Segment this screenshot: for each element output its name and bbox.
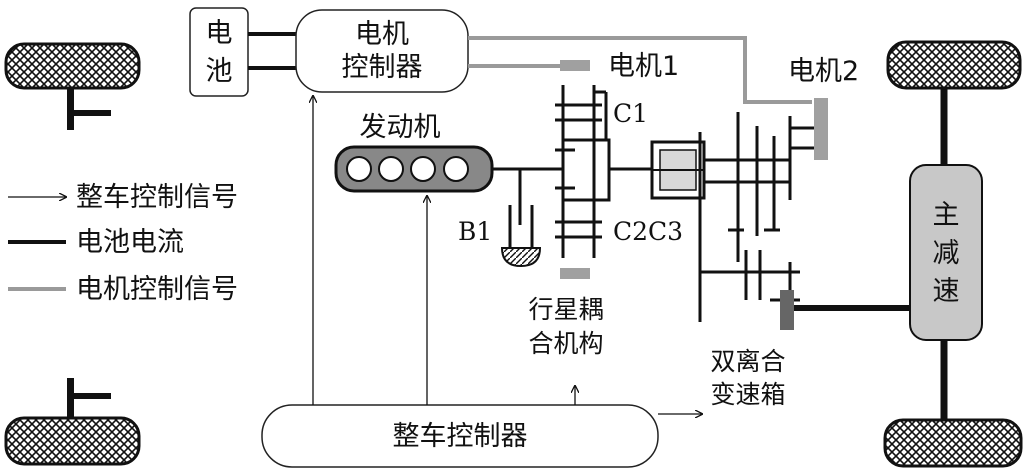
dct-label-2: 变速箱 — [710, 380, 785, 409]
dual-clutch-transmission — [650, 112, 814, 326]
motor-controller-label-2: 控制器 — [342, 52, 423, 83]
motor1-label: 电机1 — [608, 51, 679, 82]
motor-controller-label-1: 电机 — [355, 19, 409, 50]
dct-output-actuator — [780, 290, 794, 330]
final-drive-label-1: 主 — [933, 200, 960, 231]
motor1-rotor-lower — [560, 268, 590, 279]
planetary-label-1: 行星耦 — [528, 295, 603, 324]
legend-label-battery-current: 电池电流 — [76, 227, 184, 258]
brake-b1-label: B1 — [458, 217, 492, 246]
planetary-label-2: 合机构 — [528, 329, 603, 358]
battery-box: 电 池 — [189, 7, 249, 97]
final-drive-label-3: 速 — [933, 276, 960, 307]
rear-right-wheel — [883, 418, 1023, 468]
motor2-rotor — [814, 98, 828, 160]
clutch-c1-label: C1 — [613, 99, 648, 128]
vcu-box: 整车控制器 — [261, 404, 659, 468]
clutch-c2c3-label: C2C3 — [613, 217, 683, 246]
engine-label: 发动机 — [360, 112, 441, 143]
battery-label-2: 池 — [206, 56, 233, 87]
brake-b1 — [492, 167, 542, 268]
motor-controller-box: 电机 控制器 — [295, 9, 469, 93]
legend: 整车控制信号 电池电流 电机控制信号 — [8, 182, 238, 305]
battery-label-1: 电 — [206, 18, 233, 49]
planetary-gearset — [520, 85, 660, 258]
final-drive-box: 主 减 速 — [909, 164, 983, 341]
legend-label-motor-signal: 电机控制信号 — [76, 274, 238, 305]
front-left-wheel — [4, 42, 141, 130]
legend-label-vehicle-signal: 整车控制信号 — [76, 182, 238, 213]
motor2-label: 电机2 — [788, 56, 859, 87]
vcu-label: 整车控制器 — [393, 421, 528, 452]
rear-left-wheel — [4, 378, 141, 466]
final-drive-label-2: 减 — [933, 238, 960, 269]
front-right-wheel — [886, 40, 1022, 90]
motor2-control-signal — [468, 36, 812, 104]
dct-label-1: 双离合 — [710, 347, 785, 376]
motor1-rotor — [560, 60, 590, 71]
engine-block — [334, 145, 494, 193]
